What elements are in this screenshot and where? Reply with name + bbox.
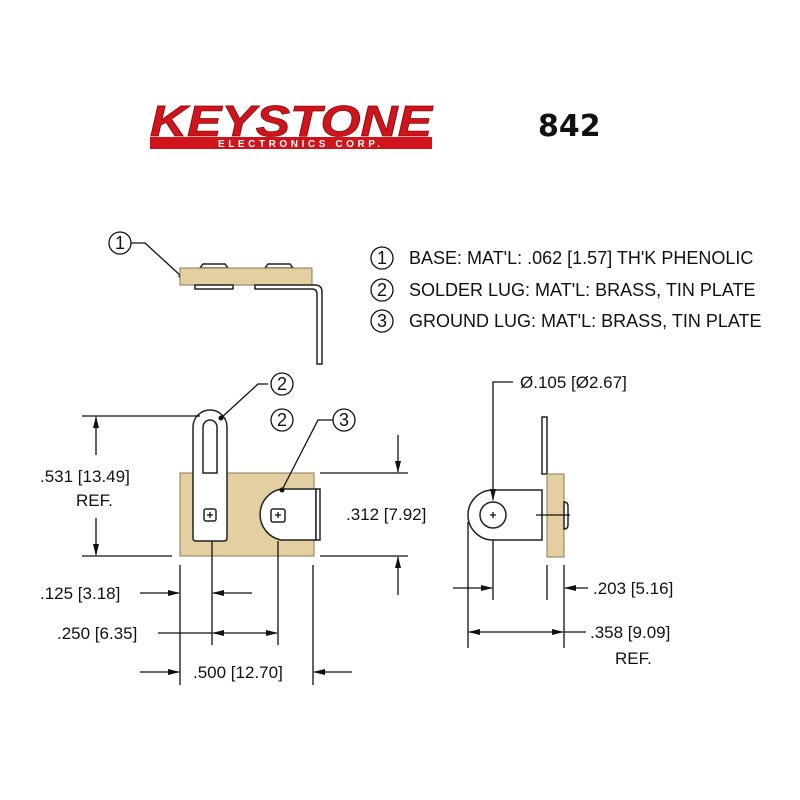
- keystone-logo: KEYSTONE ELECTRONICS CORP.: [150, 97, 435, 150]
- legend-num-3: 3: [377, 311, 387, 331]
- part-number: 842: [538, 109, 601, 144]
- callout-2-label: 2: [277, 374, 287, 394]
- dim-side-ref: REF.: [615, 649, 652, 668]
- dim-width-500: .500 [12.70]: [193, 663, 283, 682]
- dim-height-total: .531 [13.49]: [40, 467, 130, 486]
- dim-height-ref: REF.: [76, 491, 113, 510]
- dim-side-358: .358 [9.09]: [590, 623, 670, 642]
- legend-num-2: 2: [377, 280, 387, 300]
- dim-hole-diameter: Ø.105 [Ø2.67]: [520, 373, 627, 392]
- dim-side-203: .203 [5.16]: [593, 579, 673, 598]
- front-dimensions: .531 [13.49] REF. .312 [7.92] .125 [3.18…: [40, 415, 426, 685]
- material-legend: 1 BASE: MAT'L: .062 [1.57] TH'K PHENOLIC…: [370, 246, 762, 333]
- side-view: Ø.105 [Ø2.67] .203 [5.16] .358 [9.09] RE…: [453, 373, 673, 668]
- front-view: 2: [179, 383, 356, 557]
- callout-2: 2: [277, 410, 287, 430]
- legend-num-1: 1: [377, 248, 387, 268]
- dim-offset-125: .125 [3.18]: [40, 584, 120, 603]
- legend-item-2: SOLDER LUG: MAT'L: BRASS, TIN PLATE: [409, 280, 756, 300]
- top-view: 1: [108, 231, 323, 365]
- callout-3: 3: [339, 410, 349, 430]
- dim-base-height: .312 [7.92]: [346, 505, 426, 524]
- dim-spacing-250: .250 [6.35]: [57, 624, 137, 643]
- legend-item-3: GROUND LUG: MAT'L: BRASS, TIN PLATE: [409, 311, 762, 331]
- callout-1: 1: [115, 233, 125, 253]
- legend-item-1: BASE: MAT'L: .062 [1.57] TH'K PHENOLIC: [409, 248, 753, 268]
